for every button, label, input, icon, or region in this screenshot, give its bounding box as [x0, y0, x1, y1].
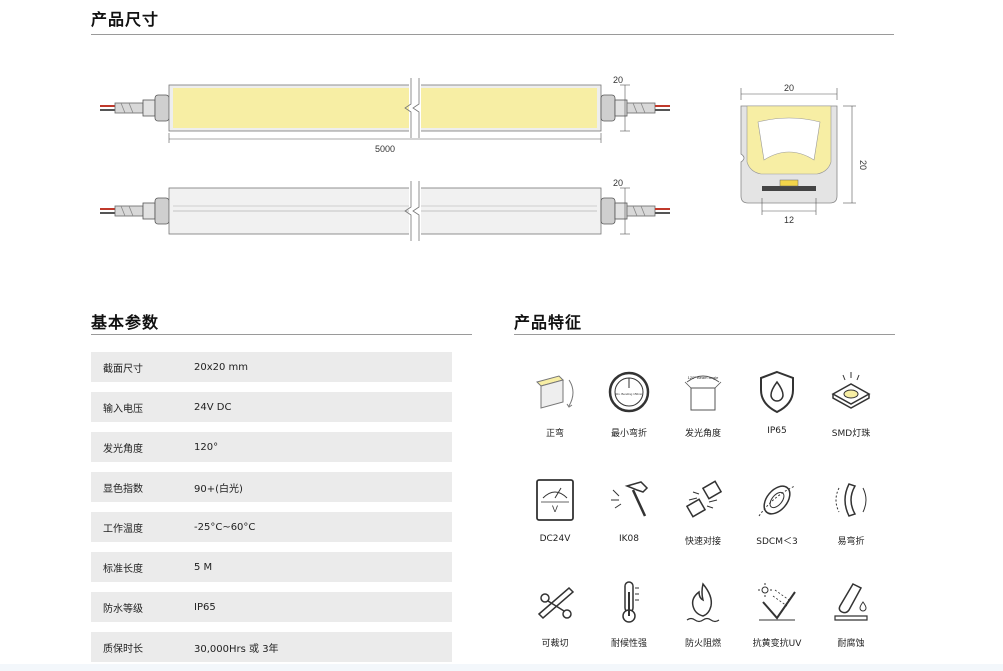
end-height-label-top: 20 [613, 75, 623, 85]
length-label: 5000 [375, 144, 395, 154]
param-value: 90+(白光) [194, 483, 243, 495]
param-key: 截面尺寸 [103, 363, 143, 375]
param-key: 工作温度 [103, 523, 143, 535]
feature-label: IP65 [767, 426, 787, 436]
feature-item: 耐腐蚀 [811, 578, 891, 649]
flame-retardant-icon [686, 582, 720, 623]
waterproof-shield-icon [760, 370, 794, 414]
param-value: 24V DC [194, 401, 232, 413]
params-title: 基本参数 [91, 313, 160, 332]
feature-label: 耐候性强 [610, 639, 647, 649]
param-key: 防水等级 [103, 603, 143, 615]
quick-connect-icon [685, 480, 723, 518]
param-key: 质保时长 [103, 643, 143, 655]
param-value: IP65 [194, 601, 216, 613]
feature-item: 防火阻燃 [663, 578, 743, 649]
params-table: 截面尺寸 20x20 mm 输入电压 24V DC 发光角度 120° 显色指数 90+… [91, 352, 452, 662]
strip-drawing-unlit: 20 [100, 178, 670, 241]
scissors-cut-icon [537, 586, 575, 620]
anti-uv-icon [758, 583, 796, 621]
dimensions-title: 产品尺寸 [91, 10, 160, 29]
feature-item: 120° Beam angle 发光角度 [663, 368, 743, 439]
corrosion-resistant-icon [834, 583, 868, 621]
section-height-label: 20 [858, 160, 868, 170]
feature-label: DC24V [539, 534, 571, 544]
params-divider [91, 334, 472, 335]
beam-angle-icon: 120° Beam angle [684, 375, 722, 411]
param-value: 20x20 mm [194, 361, 249, 373]
min-bend-icon-text: Min. Bending 150mm [615, 392, 644, 396]
feature-item: SDCM＜3 [737, 476, 817, 547]
cross-section-drawing: 20 20 12 [740, 83, 868, 225]
thermometer-icon [622, 581, 639, 623]
color-consistency-icon [758, 485, 796, 517]
svg-text:V: V [552, 504, 558, 514]
feature-label: SMD灯珠 [831, 429, 871, 439]
strip-drawing-lit: 20 5000 [100, 75, 670, 154]
section-base-label: 12 [784, 215, 794, 225]
feature-item: 快速对接 [663, 476, 743, 547]
param-row: 截面尺寸 20x20 mm [91, 352, 452, 382]
hammer-impact-icon [611, 481, 649, 517]
feature-label: 最小弯折 [610, 429, 647, 439]
min-bend-icon: Min. Bending 150mm [608, 371, 650, 413]
feature-item: Min. Bending 150mm 最小弯折 [589, 368, 669, 439]
param-row: 工作温度 -25°C~60°C [91, 512, 452, 542]
feature-label: 防火阻燃 [684, 639, 721, 649]
feature-label: 发光角度 [684, 429, 721, 439]
feature-label: 抗黄变抗UV [752, 639, 802, 649]
page-bottom-band [0, 664, 1003, 671]
param-value: 120° [194, 441, 219, 453]
feature-item: SMD灯珠 [811, 368, 891, 439]
end-height-label-bottom: 20 [613, 178, 623, 188]
param-key: 标准长度 [103, 563, 143, 575]
section-width-label: 20 [784, 83, 794, 93]
easy-bend-icon [835, 483, 867, 517]
feature-item: 正弯 [515, 368, 595, 439]
beam-angle-icon-text: 120° Beam angle [688, 375, 720, 380]
voltmeter-icon: V [536, 479, 574, 521]
feature-item: 抗黄变抗UV [737, 578, 817, 649]
feature-label: 易弯折 [837, 537, 865, 547]
param-value: -25°C~60°C [194, 521, 256, 533]
feature-item: IP65 [737, 368, 817, 436]
param-row: 标准长度 5 M [91, 552, 452, 582]
smd-chip-icon [831, 372, 871, 409]
param-key: 发光角度 [103, 443, 143, 455]
feature-label: 可裁切 [541, 639, 569, 649]
param-row: 质保时长 30,000Hrs 或 3年 [91, 632, 452, 662]
feature-item: IK08 [589, 476, 669, 544]
param-key: 输入电压 [103, 403, 143, 415]
param-row: 输入电压 24V DC [91, 392, 452, 422]
feature-item: 耐候性强 [589, 578, 669, 649]
dimensions-divider [91, 34, 894, 35]
param-row: 防水等级 IP65 [91, 592, 452, 622]
feature-label: SDCM＜3 [756, 537, 798, 547]
feature-item: 可裁切 [515, 578, 595, 649]
feature-label: 耐腐蚀 [837, 639, 865, 649]
features-divider [514, 334, 895, 335]
param-key: 显色指数 [103, 483, 143, 495]
param-value: 30,000Hrs 或 3年 [194, 643, 279, 655]
param-value: 5 M [194, 561, 213, 573]
feature-item: 易弯折 [811, 476, 891, 547]
feature-label: 快速对接 [684, 537, 721, 547]
feature-item: V DC24V [515, 476, 595, 544]
param-row: 发光角度 120° [91, 432, 452, 462]
front-bend-icon [536, 375, 574, 409]
feature-label: 正弯 [545, 429, 564, 439]
feature-label: IK08 [618, 534, 639, 544]
param-row: 显色指数 90+(白光) [91, 472, 452, 502]
features-title: 产品特征 [514, 313, 583, 332]
